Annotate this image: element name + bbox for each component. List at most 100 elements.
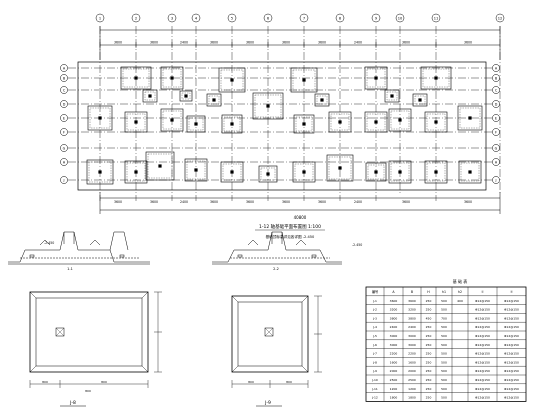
table-cell: Φ12@150 bbox=[475, 360, 490, 364]
table-cell: 1200 bbox=[390, 387, 398, 391]
plan-horizontal-axis-lines bbox=[68, 67, 496, 181]
axis-bubble-top: 6 bbox=[263, 13, 273, 23]
detail-j9 bbox=[231, 295, 322, 388]
table-cell: 3600 bbox=[408, 299, 416, 303]
table-cell: Φ12@150 bbox=[475, 352, 490, 356]
axis-bubble-top: 7 bbox=[299, 13, 309, 23]
axis-bubble-top: 8 bbox=[335, 13, 345, 23]
plan-vertical-axis-lines bbox=[99, 26, 501, 194]
table-cell: Φ12@150 bbox=[475, 308, 490, 312]
table-cell: Φ12@150 bbox=[504, 352, 519, 356]
j9-dim-1: 800 bbox=[248, 380, 254, 384]
table-cell: Φ12@150 bbox=[504, 308, 519, 312]
table-cell: J-11 bbox=[371, 387, 378, 391]
axis-bubble-top: 1 bbox=[95, 13, 105, 23]
axis-label: 3 bbox=[171, 17, 173, 21]
plan-title: 1-12 轴基础平面布置图 1:100 bbox=[259, 223, 321, 230]
table-cell: Φ12@150 bbox=[475, 343, 490, 347]
table-cell: 250 bbox=[426, 360, 432, 364]
table-cell: 1800 bbox=[408, 396, 416, 400]
table-cell: J-10 bbox=[371, 378, 378, 382]
table-cell: J-6 bbox=[372, 343, 377, 347]
dimension-text: 3600 bbox=[246, 200, 254, 204]
footing bbox=[314, 93, 330, 107]
footing bbox=[145, 151, 175, 181]
table-cell: 500 bbox=[441, 334, 447, 338]
table-cell: 1600 bbox=[390, 360, 398, 364]
axis-bubble-top: 4 bbox=[191, 13, 201, 23]
axis-bubble-right: G bbox=[492, 144, 500, 152]
axis-label: B bbox=[63, 76, 66, 80]
footing bbox=[120, 66, 152, 90]
footing bbox=[220, 161, 244, 183]
table-cell: Φ12@150 bbox=[504, 334, 519, 338]
table-cell: 2200 bbox=[390, 352, 398, 356]
axis-bubble-top: 3 bbox=[167, 13, 177, 23]
footing bbox=[412, 93, 428, 107]
dimension-text: 3600 bbox=[318, 200, 326, 204]
footing bbox=[458, 160, 482, 184]
axis-bubble-left: G bbox=[60, 144, 68, 152]
axis-label: 6 bbox=[267, 17, 270, 21]
axis-bubble-top: 9 bbox=[371, 13, 381, 23]
section-2-2-label: 2-2 bbox=[273, 267, 279, 271]
section-1-1-label: 1-1 bbox=[67, 267, 73, 271]
footing bbox=[184, 158, 208, 182]
table-cell: Φ12@150 bbox=[504, 343, 519, 347]
axis-label: 8 bbox=[339, 17, 342, 21]
table-header-cell: H bbox=[427, 290, 430, 294]
plan-overall-dimension: 40800 bbox=[294, 215, 307, 220]
table-cell: 2000 bbox=[408, 369, 416, 373]
j9-dim-2: 800 bbox=[286, 380, 292, 384]
section-1-1-elevation: -2.450 bbox=[44, 241, 54, 245]
footing bbox=[328, 111, 352, 133]
table-cell: 2400 bbox=[408, 325, 416, 329]
table-cell: 2500 bbox=[390, 378, 398, 382]
table-header-cell: 编号 bbox=[372, 289, 378, 294]
footing bbox=[258, 165, 278, 183]
table-cell: 500 bbox=[441, 299, 447, 303]
table-cell: 250 bbox=[426, 352, 432, 356]
table-cell: 3800 bbox=[390, 316, 398, 320]
axis-label: D bbox=[63, 102, 66, 106]
table-cell: J-2 bbox=[372, 308, 377, 312]
table-cell: 500 bbox=[441, 343, 447, 347]
axis-label: H bbox=[495, 160, 498, 164]
section-1-1 bbox=[8, 231, 150, 265]
footing bbox=[457, 105, 483, 131]
axis-label: G bbox=[495, 146, 498, 150]
table-cell: 250 bbox=[426, 299, 432, 303]
table-cell: Φ12@150 bbox=[504, 396, 519, 400]
dimension-text: 3600 bbox=[210, 200, 218, 204]
table-cell: 1200 bbox=[408, 387, 416, 391]
footing bbox=[364, 66, 388, 90]
table-cell: 250 bbox=[426, 396, 432, 400]
table-cell: Φ12@150 bbox=[504, 387, 519, 391]
table-cell: J-8 bbox=[372, 360, 377, 364]
table-header-cell: A bbox=[392, 290, 395, 294]
table-title: 基 础 表 bbox=[453, 278, 468, 284]
table-cell: 3800 bbox=[408, 316, 416, 320]
axis-bubble-left: H bbox=[60, 158, 68, 166]
footing bbox=[388, 108, 412, 132]
table-cell: 500 bbox=[441, 360, 447, 364]
footing bbox=[292, 161, 316, 183]
dimension-text: 2400 bbox=[180, 41, 188, 45]
dimension-text: 3600 bbox=[114, 41, 122, 45]
footing bbox=[388, 160, 412, 184]
table-cell: 250 bbox=[426, 378, 432, 382]
table-cell: 700 bbox=[441, 316, 447, 320]
axis-bubble-top: 2 bbox=[131, 13, 141, 23]
axis-bubble-left: E bbox=[60, 114, 68, 122]
table-cell: J-4 bbox=[372, 325, 377, 329]
table-cell: Φ12@150 bbox=[504, 316, 519, 320]
footing bbox=[384, 89, 400, 103]
table-cell: 2000 bbox=[390, 369, 398, 373]
footing bbox=[124, 111, 148, 133]
footing bbox=[124, 160, 148, 184]
dimension-text: 3600 bbox=[150, 41, 158, 45]
table-cell: J-3 bbox=[372, 316, 377, 320]
